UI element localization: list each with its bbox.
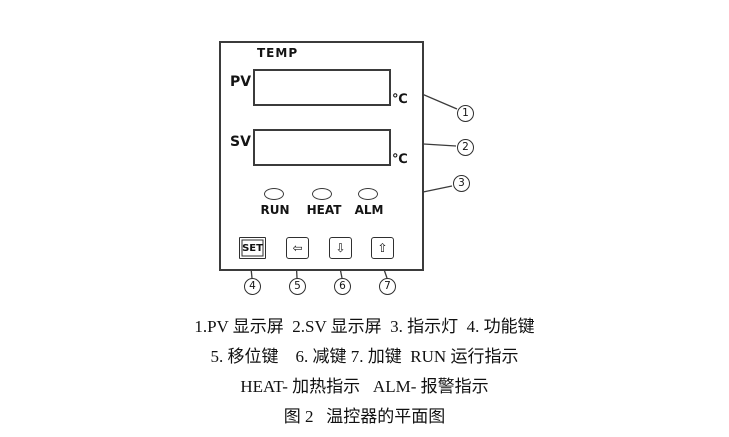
pv-label: PV [230, 74, 252, 90]
run-indicator-lamp [264, 188, 284, 200]
sv-label: SV [230, 134, 251, 150]
callout-4-set-button: 4 [244, 278, 261, 295]
legend-line-2: 5. 移位键 6. 减键 7. 加键 RUN 运行指示 [210, 347, 519, 366]
alm-indicator-label: ALM [354, 203, 384, 217]
sv-display-screen [253, 129, 391, 166]
controller-panel: TEMP PV ℃ SV ℃ RUN HEAT ALM SET ⇦ ⇩ ⇧ [219, 41, 424, 271]
heat-indicator-lamp [312, 188, 332, 200]
alm-indicator-lamp [358, 188, 378, 200]
panel-title: TEMP [257, 46, 299, 60]
callout-6-decrease-button: 6 [334, 278, 351, 295]
legend-line-3: HEAT- 加热指示 ALM- 报警指示 [240, 377, 489, 396]
set-button: SET [239, 237, 266, 259]
legend-line-1: 1.PV 显示屏 2.SV 显示屏 3. 指示灯 4. 功能键 [194, 317, 535, 336]
callout-1-pv-display: 1 [457, 105, 474, 122]
callout-7-increase-button: 7 [379, 278, 396, 295]
callout-2-sv-display: 2 [457, 139, 474, 156]
decrease-button-down-arrow-icon: ⇩ [329, 237, 352, 259]
shift-button-left-arrow-icon: ⇦ [286, 237, 309, 259]
pv-display-screen [253, 69, 391, 106]
sv-unit-label: ℃ [392, 152, 408, 167]
callout-5-shift-button: 5 [289, 278, 306, 295]
pv-unit-label: ℃ [392, 92, 408, 107]
callout-3-indicators: 3 [453, 175, 470, 192]
run-indicator-label: RUN [260, 203, 290, 217]
increase-button-up-arrow-icon: ⇧ [371, 237, 394, 259]
figure-caption: 图 2 温控器的平面图 [283, 407, 446, 426]
heat-indicator-label: HEAT [306, 203, 342, 217]
